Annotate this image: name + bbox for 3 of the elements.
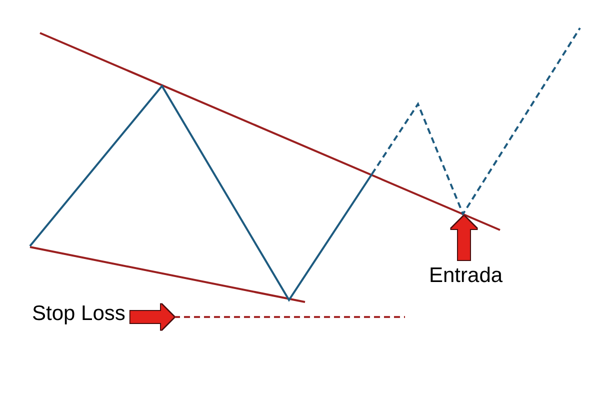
entry-label: Entrada	[429, 265, 503, 286]
stop-loss-label: Stop Loss	[32, 303, 126, 324]
stop-loss-line	[174, 315, 405, 319]
